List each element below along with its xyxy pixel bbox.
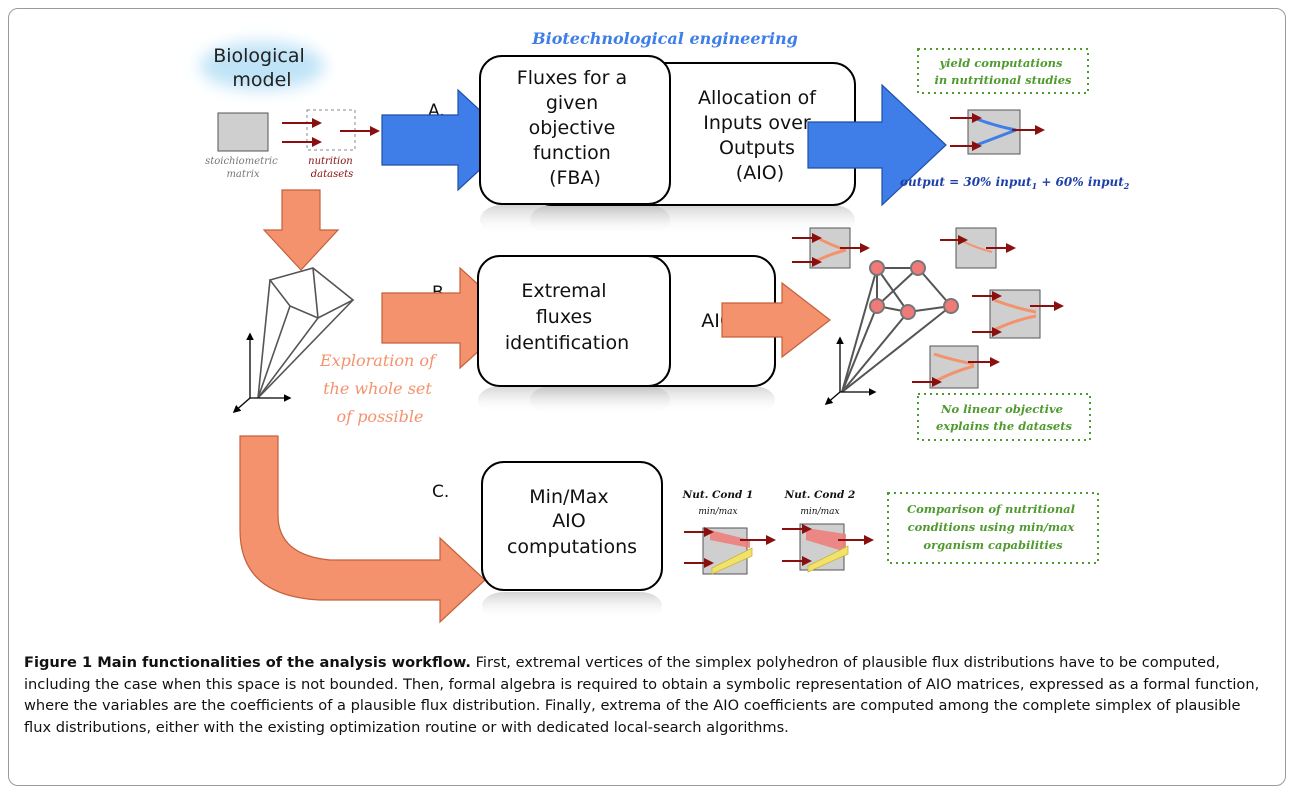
fba-line2: given xyxy=(546,92,598,114)
fba-label: Fluxes for a given objective function (F… xyxy=(517,67,633,189)
fba-line5: (FBA) xyxy=(549,167,601,189)
exploration-text: Exploration of the whole set of possible xyxy=(319,351,440,426)
cond1-band-yellow xyxy=(711,547,753,575)
blue-arrow-a-out xyxy=(807,83,947,207)
yield-note-line2: in nutritional studies xyxy=(934,73,1072,87)
fba-box-a-reflection xyxy=(480,205,670,235)
model-title-line1: Biological xyxy=(213,45,305,67)
exploration-line1: Exploration of xyxy=(319,351,438,370)
aio-line1: Allocation of xyxy=(698,87,817,109)
minmax-line2: AIO xyxy=(552,510,586,532)
aio-line4: (AIO) xyxy=(736,162,784,184)
yield-note: yield computations in nutritional studie… xyxy=(934,56,1072,87)
flux-box-3 xyxy=(972,289,1064,339)
cond1-label: Nut. Cond 1 xyxy=(682,489,754,501)
exploration-line2: the whole set xyxy=(323,379,432,398)
fba-line4: function xyxy=(533,142,611,164)
cond2-band-yellow xyxy=(807,545,849,573)
model-title-line2: model xyxy=(232,69,291,91)
no-linear-line2: explains the datasets xyxy=(936,419,1073,433)
comparison-note-box xyxy=(887,492,1099,564)
minmax-box xyxy=(481,461,663,591)
cond2-minmax: min/max xyxy=(800,507,839,517)
yield-note-box xyxy=(917,48,1089,94)
flux-box-4 xyxy=(912,345,1000,389)
figure-caption: Figure 1 Main functionalities of the ana… xyxy=(24,652,1269,738)
nutrition-label-line2: datasets xyxy=(311,169,354,180)
vertex-dot xyxy=(910,260,926,276)
comparison-line2: conditions using min/max xyxy=(908,520,1075,534)
orange-curve-arrow xyxy=(239,435,486,624)
cond2-band-red xyxy=(806,528,846,552)
no-linear-line1: No linear objective xyxy=(940,402,1063,416)
fba-line1: Fluxes for a xyxy=(517,67,627,89)
vertex-dot xyxy=(900,304,916,320)
yield-note-line1: yield computations xyxy=(939,56,1063,70)
nutrition-label-line1: nutrition xyxy=(308,156,353,167)
engineering-title: Biotechnological engineering xyxy=(531,29,798,48)
extremal-line3: identification xyxy=(505,332,629,354)
extremal-box xyxy=(477,255,671,387)
minmax-box-reflection xyxy=(482,592,662,620)
extremal-label: Extremal fluxes identification xyxy=(505,280,629,354)
vertex-dot xyxy=(869,298,885,314)
no-linear-note: No linear objective explains the dataset… xyxy=(936,402,1073,433)
extremal-box-reflection xyxy=(478,386,670,414)
cond1-band-red xyxy=(710,530,750,548)
extremal-line1: Extremal xyxy=(521,280,606,302)
fba-box-a xyxy=(479,55,671,205)
no-linear-note-box xyxy=(917,393,1091,441)
exploration-line3: of possible xyxy=(337,407,424,426)
model-glow xyxy=(200,42,324,90)
fba-line3: objective xyxy=(529,117,616,139)
aio-full-label: Allocation of Inputs over Outputs (AIO) xyxy=(698,87,822,184)
cond1-minmax: min/max xyxy=(698,507,737,517)
minmax-label: Min/Max AIO computations xyxy=(507,486,637,558)
yield-formula: output = 30% input1 + 60% input2 xyxy=(900,175,1130,191)
minmax-line3: computations xyxy=(507,536,637,558)
vertex-dot xyxy=(869,260,885,276)
matrix-label-line2: matrix xyxy=(226,169,259,180)
axes-right xyxy=(824,336,877,406)
comparison-line1: Comparison of nutritional xyxy=(907,502,1076,516)
caption-body: First, extremal vertices of the simplex … xyxy=(24,654,1260,736)
row-c-letter: C. xyxy=(432,482,449,502)
nutrition-label: nutrition datasets xyxy=(308,156,356,180)
aio-line2: Inputs over xyxy=(703,112,811,134)
minmax-line1: Min/Max xyxy=(529,486,608,508)
cond2-label: Nut. Cond 2 xyxy=(784,489,856,501)
orange-arrow-down xyxy=(262,189,340,271)
extremal-line2: fluxes xyxy=(536,306,592,328)
orange-arrow-b-out xyxy=(721,281,831,359)
comparison-note: Comparison of nutritional conditions usi… xyxy=(907,502,1079,552)
flux-box-2 xyxy=(940,227,1016,269)
flux-box-1 xyxy=(792,227,870,269)
matrix-label-line1: stoichiometric xyxy=(205,156,278,167)
caption-title: Figure 1 Main functionalities of the ana… xyxy=(24,654,471,671)
axes-left xyxy=(232,332,292,414)
matrix-label: stoichiometric matrix xyxy=(205,156,281,180)
comparison-line3: organism capabilities xyxy=(923,538,1063,552)
extremal-vertices xyxy=(869,260,959,320)
aio-line3: Outputs xyxy=(719,137,795,159)
model-title: Biological model xyxy=(213,45,311,91)
workflow-diagram: Biotechnological engineering Biological … xyxy=(200,29,1130,624)
flux-polyhedron-left xyxy=(257,267,355,399)
vertex-dot xyxy=(943,298,959,314)
stoichiometric-matrix-icon xyxy=(217,112,269,152)
